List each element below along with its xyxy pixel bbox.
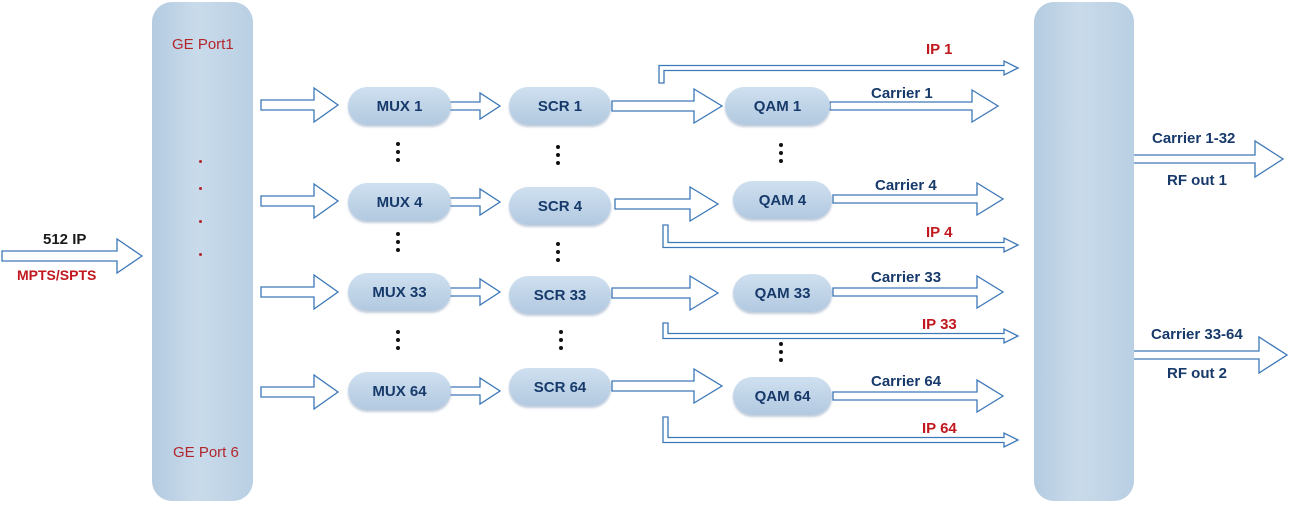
scr-to-qam-arrow [611,367,724,405]
ip-label: IP 1 [926,41,953,58]
rf-output-arrow [1111,139,1285,179]
ip-output-arrow [662,224,1020,254]
input-arrow [1,237,144,275]
ge-to-mux-arrow [260,182,340,220]
mux-to-scr-arrow [449,376,502,406]
ip-output-arrow [662,416,1020,449]
mux-to-scr-arrow [449,91,502,121]
qam-carrier-arrow [832,181,1005,217]
mux-to-scr-arrow [449,277,502,307]
qam-carrier-arrow [832,274,1005,310]
ellipsis-dot [199,160,202,163]
rf-out-label: RF out 1 [1167,172,1227,189]
carrier-label: Carrier 4 [875,177,937,194]
qam-node: QAM 1 [725,87,830,125]
ellipsis-dots [779,143,783,167]
ip-label: IP 64 [922,420,957,437]
ge-port-top-label: GE Port1 [172,36,234,53]
ellipsis-dots [779,342,783,366]
rf-output-arrow [1115,335,1289,375]
ellipsis-dot [199,187,202,190]
qam-node: QAM 4 [733,181,832,219]
scr-node: SCR 64 [509,368,611,406]
scr-to-qam-arrow [611,274,720,312]
scr-to-qam-arrow [611,87,724,125]
ge-to-mux-arrow [260,373,340,411]
rf-combiner-panel [1034,2,1134,501]
ellipsis-dot [199,220,202,223]
mux-node: MUX 1 [348,87,451,125]
ge-to-mux-arrow [260,273,340,311]
input-label: 512 IP [43,231,87,248]
ellipsis-dot [199,253,202,256]
qam-node: QAM 33 [733,274,832,312]
ip-label: IP 4 [926,224,953,241]
qam-carrier-arrow [829,88,1000,124]
scr-node: SCR 33 [509,276,611,314]
scr-to-qam-arrow [614,185,720,223]
rf-out-label: RF out 2 [1167,365,1227,382]
ip-output-arrow [658,59,1020,84]
ellipsis-dots [556,242,560,266]
scr-node: SCR 1 [509,87,611,125]
mux-node: MUX 4 [348,183,451,221]
ellipsis-dots [396,232,400,256]
mux-node: MUX 33 [348,273,451,311]
ellipsis-dots [559,330,563,354]
ip-output-arrow [662,322,1020,345]
qam-node: QAM 64 [733,377,832,415]
input-format-label: MPTS/SPTS [17,267,97,283]
mux-node: MUX 64 [348,372,451,410]
ge-to-mux-arrow [260,86,340,124]
carrier-label: Carrier 1 [871,85,933,102]
qam-carrier-arrow [832,378,1005,414]
carrier-label: Carrier 64 [871,373,942,390]
mux-to-scr-arrow [449,187,502,217]
scr-node: SCR 4 [509,187,611,225]
carrier-label: Carrier 33 [871,269,942,286]
ge-port-panel [152,2,253,501]
ellipsis-dots [396,330,400,354]
ellipsis-dots [396,142,400,166]
rf-carrier-range-label: Carrier 1-32 [1152,130,1236,147]
ip-label: IP 33 [922,316,957,333]
rf-carrier-range-label: Carrier 33-64 [1151,326,1243,343]
ellipsis-dots [556,145,560,169]
ge-port-bottom-label: GE Port 6 [173,444,239,461]
